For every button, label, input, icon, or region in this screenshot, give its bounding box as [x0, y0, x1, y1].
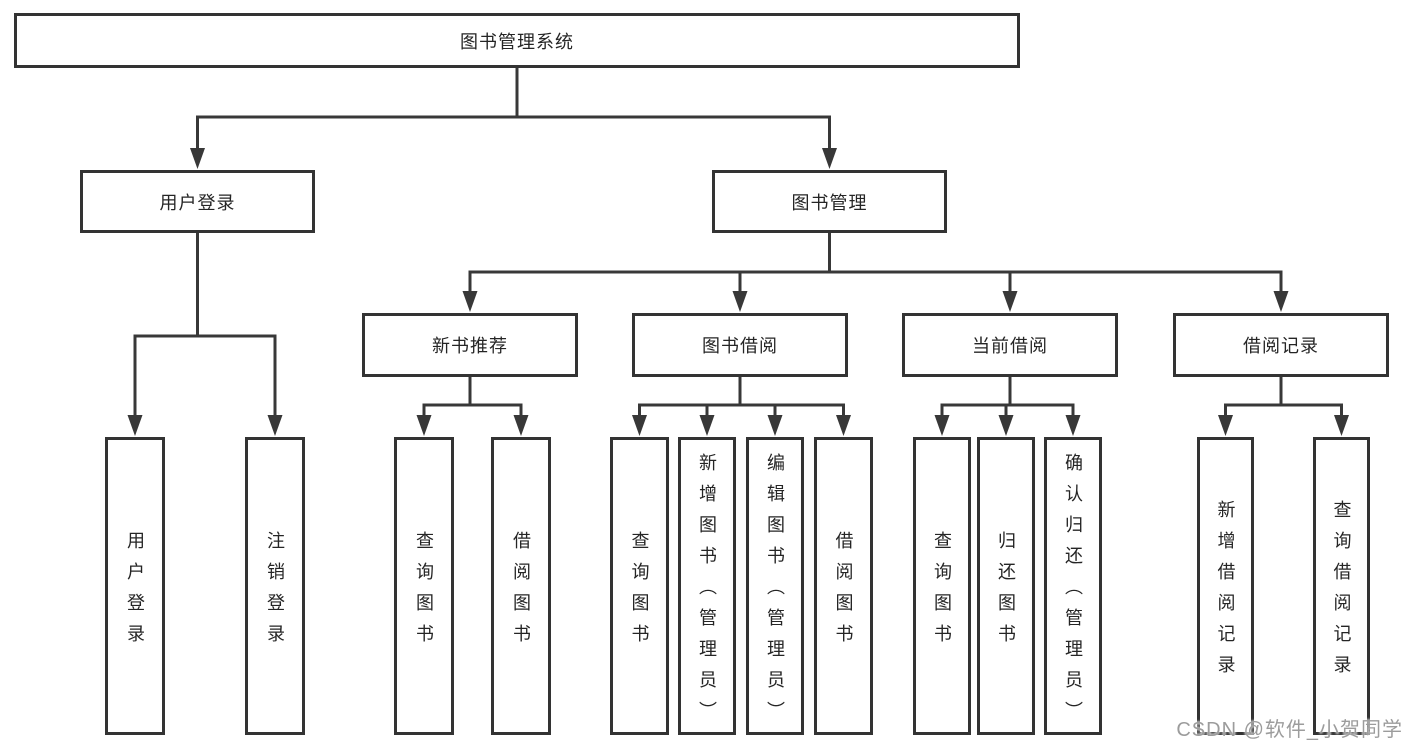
node-label: 借阅记录 — [1243, 336, 1319, 356]
node-label: 查询图书 — [629, 530, 650, 655]
node-current-borrowing: 当前借阅 — [902, 313, 1118, 377]
leaf-logout: 注销登录 — [245, 437, 305, 735]
csdn-watermark: CSDN @软件_小贺同学 — [1176, 719, 1403, 741]
node-label: 新增图书（管理员） — [697, 453, 717, 732]
leaf-user-login: 用户登录 — [105, 437, 165, 735]
node-book-management: 图书管理 — [712, 170, 947, 233]
node-label: 图书借阅 — [702, 336, 778, 356]
leaf-query-borrow-record: 查询借阅记录 — [1313, 437, 1370, 735]
node-label: 查询图书 — [932, 530, 952, 655]
node-book-borrowing: 图书借阅 — [632, 313, 848, 377]
node-library-management-system: 图书管理系统 — [14, 13, 1020, 68]
node-user-login: 用户登录 — [80, 170, 315, 233]
leaf-confirm-return-admin: 确认归还（管理员） — [1044, 437, 1102, 735]
leaf-query-books-borrowing: 查询图书 — [610, 437, 669, 735]
node-label: 借阅图书 — [833, 530, 854, 655]
leaf-query-books-current: 查询图书 — [913, 437, 971, 735]
leaf-add-borrow-record: 新增借阅记录 — [1197, 437, 1254, 735]
node-label: 图书管理系统 — [460, 31, 574, 52]
leaf-borrow-books-recommend: 借阅图书 — [491, 437, 551, 735]
node-label: 当前借阅 — [972, 336, 1048, 356]
node-label: 查询借阅记录 — [1331, 499, 1352, 686]
leaf-query-books-recommend: 查询图书 — [394, 437, 454, 735]
node-label: 图书管理 — [791, 192, 868, 213]
node-label: 编辑图书（管理员） — [765, 453, 785, 732]
leaf-add-books-admin: 新增图书（管理员） — [678, 437, 736, 735]
leaf-return-books: 归还图书 — [977, 437, 1035, 735]
node-label: 用户登录 — [125, 530, 145, 655]
node-label: 新书推荐 — [432, 336, 508, 356]
node-borrowing-records: 借阅记录 — [1173, 313, 1389, 377]
node-new-book-recommendation: 新书推荐 — [362, 313, 578, 377]
node-label: 用户登录 — [159, 192, 236, 213]
leaf-edit-books-admin: 编辑图书（管理员） — [746, 437, 804, 735]
node-label: 归还图书 — [996, 530, 1016, 655]
node-label: 借阅图书 — [511, 530, 531, 655]
node-label: 新增借阅记录 — [1215, 499, 1236, 686]
node-label: 确认归还（管理员） — [1063, 453, 1083, 732]
leaf-borrow-books-borrowing: 借阅图书 — [814, 437, 873, 735]
node-label: 查询图书 — [414, 530, 434, 655]
node-label: 注销登录 — [265, 530, 285, 655]
